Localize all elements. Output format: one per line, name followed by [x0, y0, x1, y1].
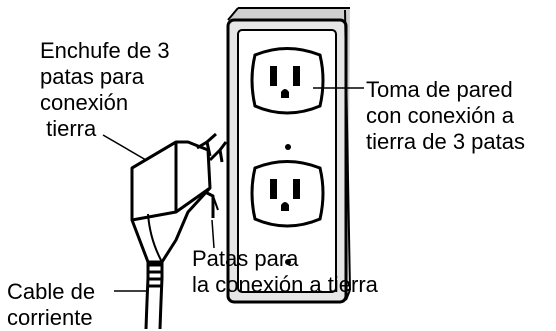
lower-receptacle-icon: [250, 160, 325, 228]
three-prong-plug-icon: [130, 132, 228, 264]
wall-outlet-icon: [226, 7, 351, 304]
cover-screw-icon: [285, 144, 291, 150]
power-cord-icon: [144, 262, 164, 329]
ground-prongs-label: Patas para la conexión a tierra: [192, 246, 378, 297]
plug-label: Enchufe de 3 patas para conexión tierra: [40, 38, 170, 141]
upper-receptacle-icon: [250, 47, 325, 115]
leader-line-ground-prongs: [211, 219, 215, 249]
leader-line-plug: [102, 134, 147, 161]
outlet-label: Toma de pared con conexión a tierra de 3…: [366, 77, 525, 154]
cord-label: Cable de corriente: [7, 279, 96, 330]
